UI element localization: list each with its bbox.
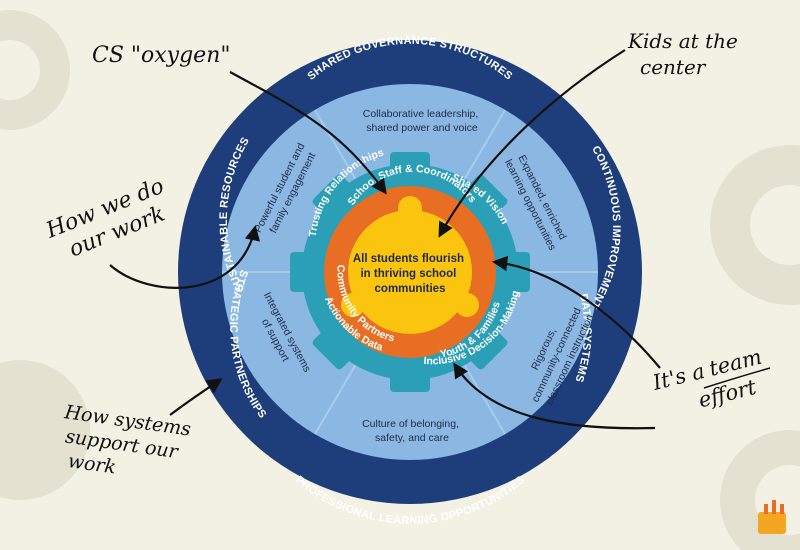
logo-mark [764,504,768,514]
gear-tooth [312,327,355,370]
annotation-cs-oxygen: CS "oxygen" [92,43,231,68]
bg-circle [0,40,40,100]
logo-mark [772,500,776,514]
logo-mark [780,504,784,514]
bg-circle [750,185,800,265]
annotation-how-we-do: How we do our work [42,171,184,268]
arrow-cs-oxygen [229,71,387,195]
annotation-kids-center: Kids at the center [627,29,744,79]
gear-tooth [465,327,508,370]
arrow-kids-center [438,49,626,238]
bg-circle [0,360,90,500]
core-notches [341,196,479,317]
core-notch [398,196,422,220]
arrow-how-we-do [109,224,261,289]
annotation-arrows [109,49,661,430]
logo [758,500,786,534]
arrow-team-to-core [491,255,661,369]
core-notch [341,293,365,317]
annotation-how-systems: How systems support our work [56,401,199,489]
mid-label-bottom: Culture of belonging, safety, and care [362,418,462,444]
gear-tooth [390,152,430,176]
gear-tooth [465,174,508,217]
core-circle [348,210,472,334]
arrow-how-systems [169,378,223,416]
mid-label-top: Collaborative leadership, shared power a… [363,108,482,134]
core-text: All students flourish in thriving school… [353,253,467,295]
gear-tooth [290,252,314,292]
core-notch [455,293,479,317]
gear-tooth [390,368,430,392]
gear-tooth [312,174,355,217]
gear-tooth [506,252,530,292]
arrow-team-to-gear [453,362,656,430]
logo-mark [758,512,786,534]
annotation-team-effort: It's a team effort [649,343,777,422]
underline-team [703,367,771,389]
